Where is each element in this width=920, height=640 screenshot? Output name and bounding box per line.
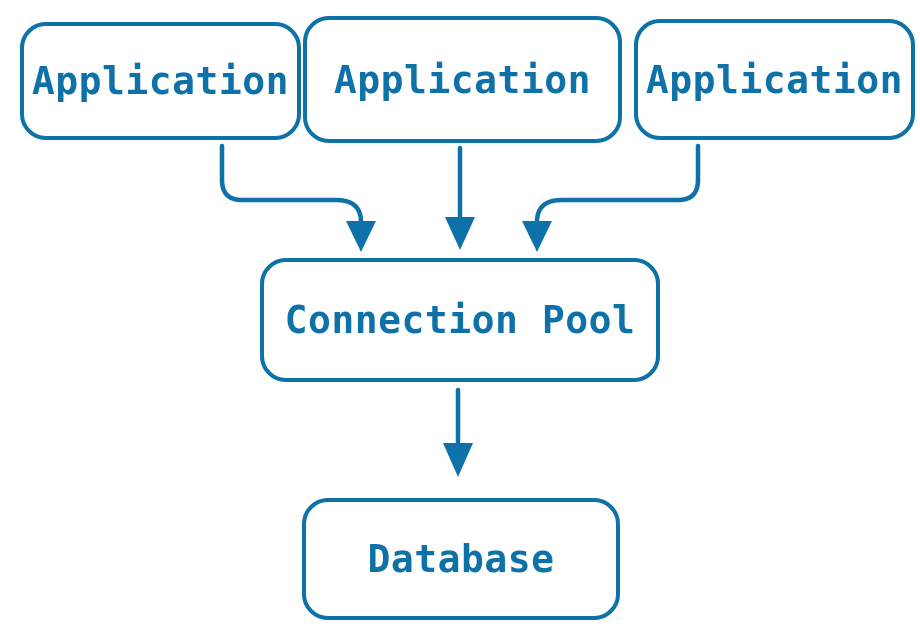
edge-app3-to-pool bbox=[522, 143, 701, 252]
edge-app3-to-pool-line bbox=[534, 143, 701, 225]
node-application-1: Application bbox=[20, 22, 301, 140]
arrowhead-down-icon bbox=[445, 217, 475, 250]
node-application-2: Application bbox=[303, 16, 622, 143]
node-connection-pool-label: Connection Pool bbox=[284, 298, 636, 342]
node-database-label: Database bbox=[367, 537, 555, 581]
arrowhead-down-icon bbox=[346, 221, 376, 252]
edge-app1-to-pool bbox=[219, 143, 376, 252]
node-connection-pool: Connection Pool bbox=[260, 258, 660, 382]
edge-pool-to-db bbox=[443, 387, 473, 477]
node-application-3-label: Application bbox=[645, 57, 904, 102]
node-application-1-label: Application bbox=[31, 59, 290, 103]
node-database: Database bbox=[302, 498, 620, 620]
node-application-2-label: Application bbox=[333, 57, 592, 102]
arrowhead-down-icon bbox=[522, 221, 552, 252]
edge-app2-to-pool bbox=[445, 145, 475, 250]
arrowhead-down-icon bbox=[443, 443, 473, 477]
node-application-3: Application bbox=[634, 19, 915, 140]
edge-app1-to-pool-line bbox=[219, 143, 364, 225]
